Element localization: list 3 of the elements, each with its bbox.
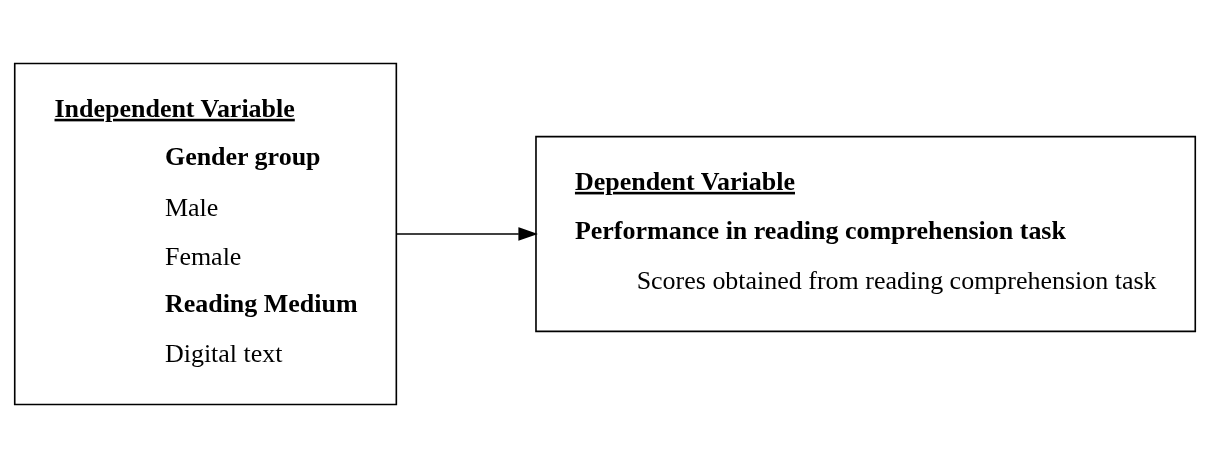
node-box: Dependent Variable Performance in reading comprehension task Scores obtained from reading comprehension task — [535, 135, 1197, 333]
node-box: Independent Variable Gender group Male Female Reading Medium Digital text — [13, 62, 398, 406]
arrow — [395, 227, 538, 241]
